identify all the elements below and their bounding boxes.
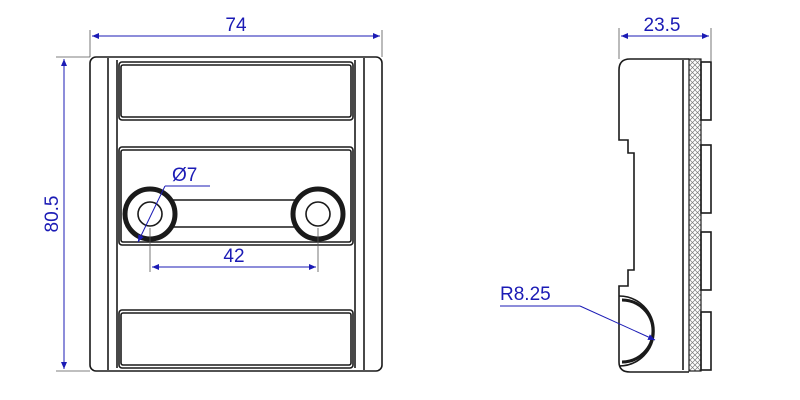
right-hole-inner: [305, 201, 331, 227]
radius-notch: [621, 298, 655, 364]
top-pad: [118, 61, 354, 121]
friction-layer: [688, 58, 702, 372]
top-pad-inner: [120, 64, 352, 118]
front-view: 74 80.5 Ø7 42: [42, 15, 383, 372]
left-hole-inner: [137, 201, 163, 227]
spacing-label: 42: [223, 246, 244, 267]
front-outline: [89, 56, 383, 372]
radius-leader-diag: [579, 305, 656, 341]
ridge-1: [700, 61, 712, 121]
ridge-2: [700, 144, 712, 214]
middle-pad: [118, 146, 354, 246]
side-body-outline: [618, 58, 689, 373]
thickness-label: 23.5: [644, 15, 681, 36]
radius-label: R8.25: [500, 284, 551, 305]
height-label: 80.5: [42, 196, 63, 233]
middle-pad-inner: [120, 149, 352, 243]
ridge-3: [700, 231, 712, 291]
hole-leader-diag: [137, 185, 166, 243]
bottom-pad: [118, 309, 354, 369]
side-view: 23.5 R8.25: [500, 15, 712, 373]
bottom-pad-inner: [120, 312, 352, 366]
radius-notch-inner: [618, 295, 655, 367]
hole-diameter-label: Ø7: [172, 165, 197, 186]
width-label: 74: [225, 15, 247, 36]
ridge-4: [700, 311, 712, 371]
